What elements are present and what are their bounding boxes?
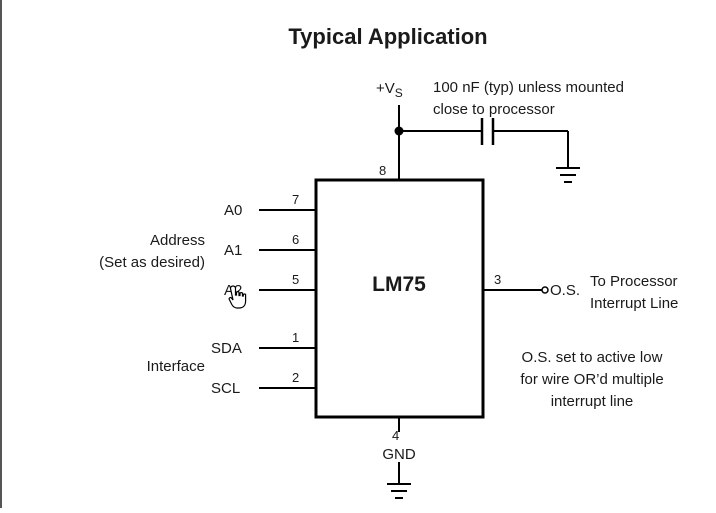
os-note-line-2: for wire OR’d multiple [520,371,663,388]
capacitor-note-line-1: 100 nF (typ) unless mounted [433,79,624,96]
processor-note-line-1: To Processor [590,273,678,290]
pin-1-number: 1 [292,330,299,345]
interface-label: Interface [147,358,205,375]
supply-label: +VS [376,80,403,100]
pin-7-number: 7 [292,192,299,207]
lm75-chip [314,178,485,419]
pin-6-number: 6 [292,232,299,247]
os-terminal-icon [541,286,549,294]
processor-note-line-2: Interrupt Line [590,295,678,312]
pin-6-name: A1 [224,242,242,259]
hand-pointer-icon [228,285,247,309]
pin-8-number: 8 [379,163,386,178]
address-sublabel: (Set as desired) [99,254,205,271]
pin-7-name: A0 [224,202,242,219]
os-note-line-3: interrupt line [551,393,634,410]
os-note-line-1: O.S. set to active low [522,349,663,366]
pin-3-number: 3 [494,272,501,287]
pin-2-name: SCL [211,380,240,397]
capacitor-note-line-2: close to processor [433,101,555,118]
pin-4-number: 4 [392,428,399,443]
supply-subscript: S [395,86,403,100]
ground-icon [387,483,411,499]
ground-label: GND [382,446,416,463]
pin-5-number: 5 [292,272,299,287]
chip-name: LM75 [372,273,426,296]
capacitor-symbol [480,118,495,145]
supply-label-text: +V [376,80,395,97]
diagram-title: Typical Application [288,24,487,49]
ground-icon [556,167,580,183]
pin-1-name: SDA [211,340,242,357]
pin-2-number: 2 [292,370,299,385]
pin-3-name: O.S. [550,282,580,299]
address-label: Address [150,232,205,249]
